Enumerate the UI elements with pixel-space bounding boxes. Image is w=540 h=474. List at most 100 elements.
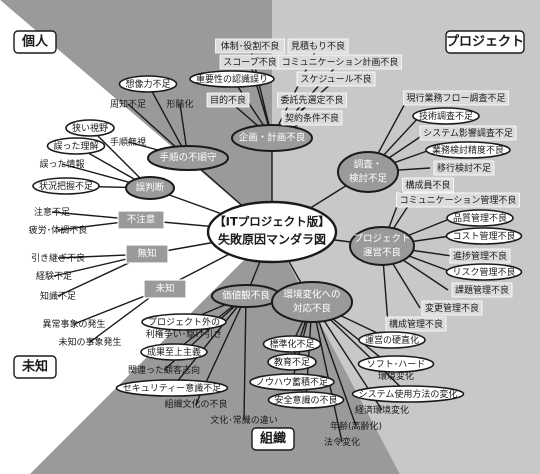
env-items-0-label: 標準化不足 (269, 338, 314, 350)
ignorance-items-2-label: 知識不足 (40, 290, 76, 302)
planning-items-0-label: 体制･役割不良 (221, 40, 280, 52)
operation-env-items-1-label: ソフト･ハード (367, 360, 426, 370)
corner-individual: 個人 (21, 34, 49, 50)
category-carelessness: 不注意 (127, 214, 156, 226)
category-operation-line2: 運営不良 (363, 247, 402, 259)
env-items-1-label: 教育不足 (274, 356, 310, 368)
mistake-items-5-label: 誤った理解 (53, 140, 98, 152)
operation-items-7-box (421, 300, 483, 316)
operation-items-5-oval (445, 263, 523, 281)
planning-items-3-box (278, 54, 402, 70)
mistake-items-3-label: 狭い視野 (72, 122, 108, 134)
planning-items-3-label: コミュニケーション計画不良 (282, 56, 399, 68)
planning-items-0-box (215, 38, 285, 54)
category-order-node (147, 145, 229, 171)
survey-items-4-box (433, 160, 495, 176)
category-env-node (271, 281, 353, 323)
operation-items-0-label: 構成員不良 (405, 179, 450, 191)
planning-items-1-label: 見積もり不良 (291, 40, 345, 52)
operation-items-6-label: 課題管理不良 (455, 284, 509, 296)
sector-bottom (30, 232, 400, 474)
operation-env-items-3-oval (351, 385, 465, 403)
operation-env-items-3-label: システム使用方法の変化 (359, 388, 458, 400)
operation-items-4-label: 進捗管理不良 (453, 250, 507, 262)
planning-items-7-box (277, 92, 347, 108)
survey-items-4-label: 移行検討不足 (437, 162, 491, 174)
env-items-1-oval (267, 353, 317, 371)
operation-env-items-0-oval (358, 331, 426, 349)
values-items-6-label: 文化･常識の違い (210, 414, 278, 426)
planning-items-8-box (281, 110, 343, 126)
operation-items-1-box (396, 192, 520, 208)
corner-project-box (445, 30, 525, 54)
planning-items-8-label: 契約条件不良 (285, 112, 339, 124)
category-operation-node (349, 226, 415, 266)
category-mistake: 誤判断 (136, 182, 165, 194)
survey-items-3-oval (425, 141, 511, 159)
env-items-2-label: ノウハウ蓄積不足 (256, 376, 328, 388)
corner-organization-box (251, 427, 295, 451)
mistake-items-3-oval (65, 119, 115, 137)
operation-items-6-box (451, 282, 513, 298)
mistake-items-6-label: 誤った情報 (39, 158, 84, 170)
operation-items-2-label: 品質管理不良 (453, 212, 507, 224)
operation-env-items-0-label: 運営の硬直化 (365, 334, 419, 346)
survey-items-1-label: 技術調査不足 (419, 110, 473, 122)
category-ignorance-node (125, 244, 169, 264)
category-survey-node (337, 151, 399, 193)
planning-items-7-label: 委託先選定不良 (280, 94, 343, 106)
mistake-items-0-label: 想像力不足 (125, 78, 170, 90)
corner-unknown: 未知 (21, 359, 48, 375)
carelessness-items-1-label: 疲労･体調不良 (29, 224, 88, 236)
planning-items-4-oval (189, 70, 275, 88)
category-mistake-node (125, 176, 175, 200)
category-survey-line1: 調査・ (354, 159, 383, 171)
operation-env-items-2-label: 環境変化 (378, 370, 414, 382)
unknown-items-1-label: 未知の事象発生 (58, 336, 121, 348)
survey-items-0-box (403, 90, 509, 106)
center-title-line2: 失敗原因マンダラ図 (218, 232, 326, 247)
planning-items-6-label: 目的不良 (210, 94, 246, 106)
values-items-1-label: 利権争い･駆け引き (146, 328, 223, 340)
center-node (206, 200, 338, 264)
corner-unknown-box (13, 355, 57, 379)
mistake-items-0-oval (118, 75, 178, 93)
operation-items-7-label: 変更管理不良 (425, 302, 479, 314)
env-items-4-label: 経済環境変化 (355, 404, 409, 416)
survey-items-1-oval (412, 107, 480, 125)
planning-items-5-label: スケジュール不良 (300, 73, 371, 85)
category-planning: 企画・計画不良 (239, 132, 306, 144)
survey-items-3-label: 業務検討精度不良 (432, 144, 504, 156)
survey-items-0-label: 現行業務フロー調査不足 (406, 92, 505, 104)
mistake-items-7-oval (32, 177, 100, 195)
ignorance-items-0-label: 引き継ぎ不良 (31, 252, 85, 264)
values-items-4-label: セキュリティー意識不足 (123, 382, 221, 394)
values-items-4-oval (115, 379, 229, 397)
mistake-items-2-label: 形骸化 (166, 98, 193, 110)
planning-items-1-box (287, 38, 349, 54)
survey-items-2-box (419, 125, 517, 141)
values-items-2-label: 成果至上主義 (147, 346, 201, 358)
planning-items-4-label: 重要性の認識誤り (196, 73, 268, 85)
category-ignorance: 無知 (137, 248, 156, 260)
category-planning-node (231, 124, 313, 152)
values-items-0-oval (141, 313, 227, 331)
values-items-5-label: 組織文化の不良 (164, 398, 227, 410)
category-order: 手順の不順守 (159, 152, 216, 164)
operation-items-1-label: コミュニケーション管理不良 (400, 194, 517, 206)
operation-items-8-box (385, 316, 447, 332)
values-items-0-label: プロジェクト外の (148, 316, 220, 328)
mistake-items-1-label: 周知不足 (110, 98, 146, 110)
env-items-2-oval (249, 373, 335, 391)
env-items-5-label: 年齢(高齢化) (330, 420, 382, 432)
mistake-items-5-oval (46, 137, 106, 155)
operation-items-3-oval (445, 227, 523, 245)
category-env-line2: 対応不良 (293, 303, 332, 315)
env-items-3-oval (267, 391, 345, 409)
env-items-0-oval (262, 335, 322, 353)
center-title-line1: 【ITプロジェクト版】 (214, 215, 330, 229)
operation-items-8-label: 構成管理不良 (389, 318, 443, 330)
env-items-3-label: 安全意識の不良 (274, 394, 337, 406)
category-carelessness-node (117, 210, 165, 230)
